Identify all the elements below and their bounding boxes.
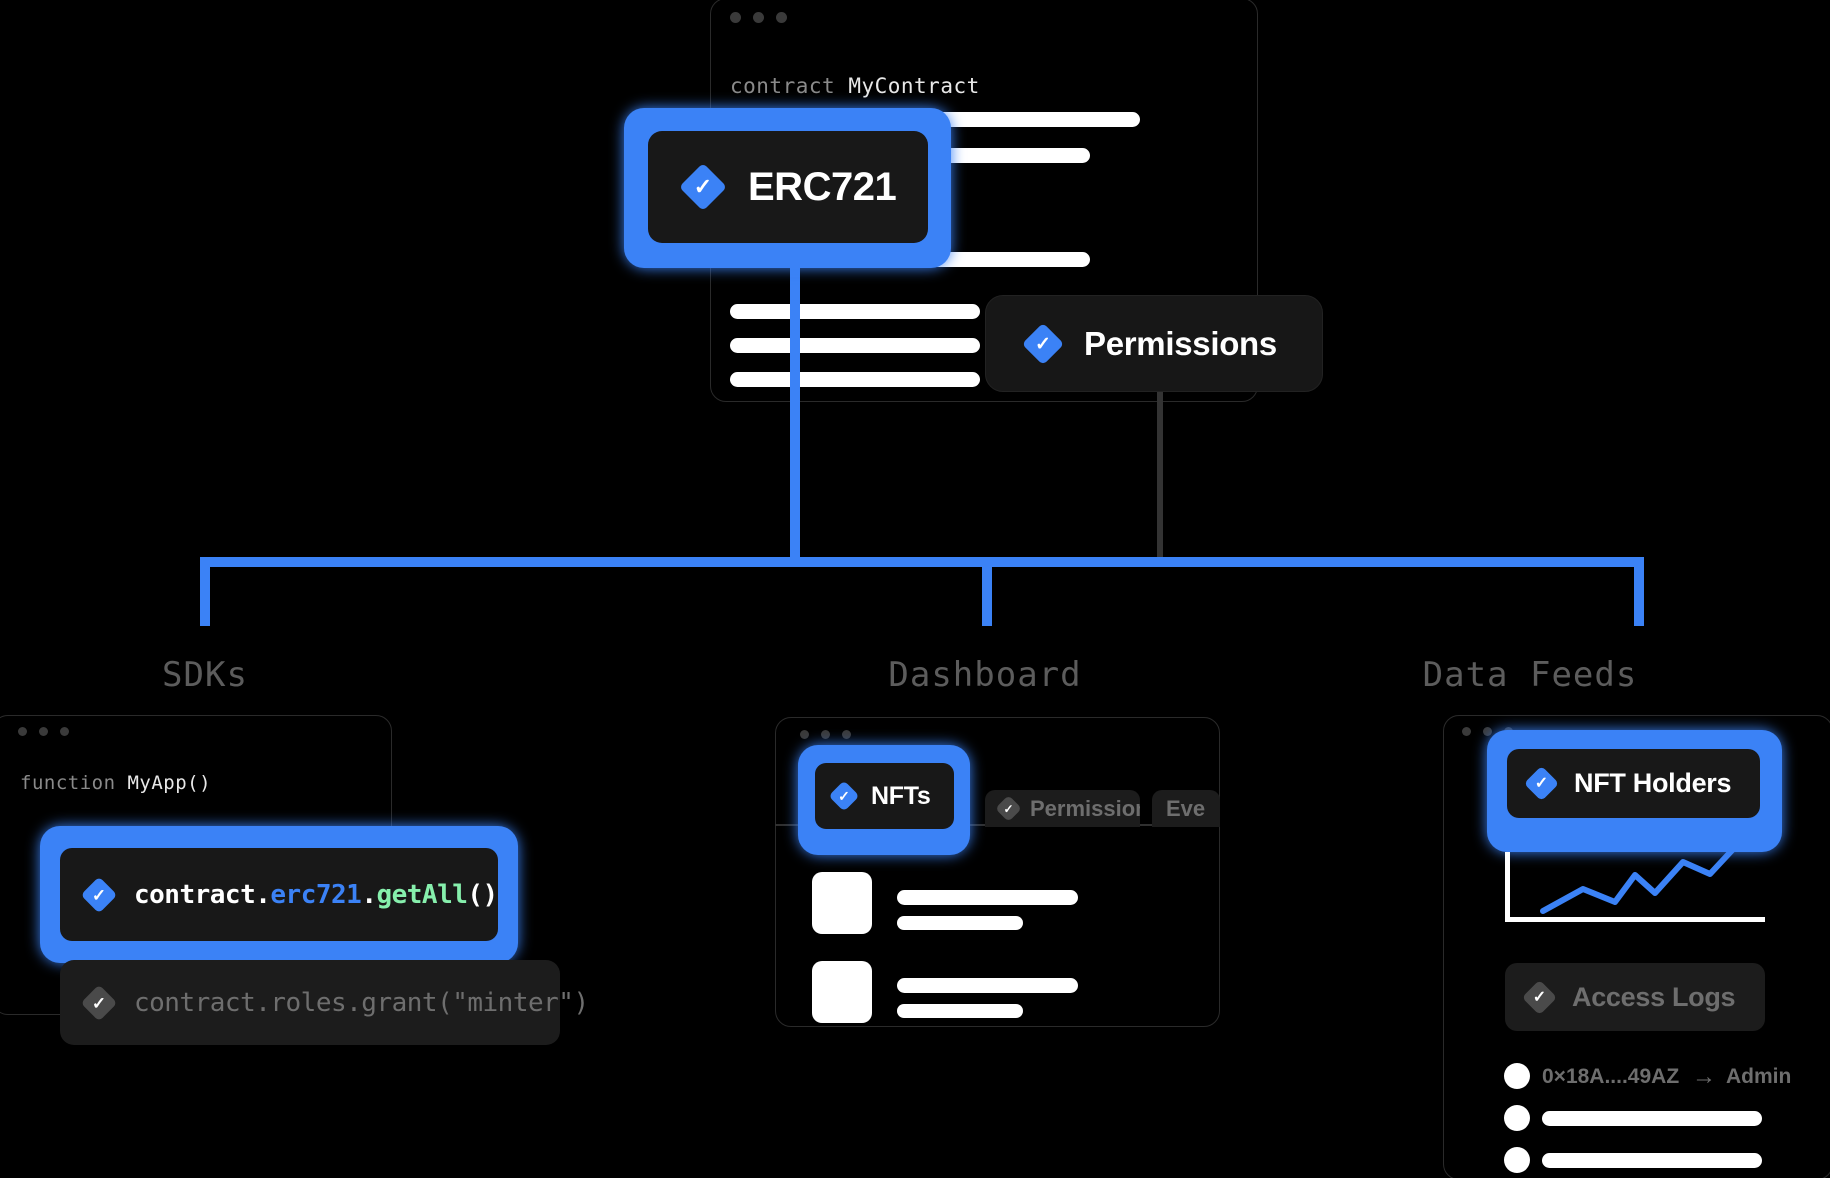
check-diamond-icon: ✓ xyxy=(678,162,728,212)
code-placeholder-bar xyxy=(730,304,980,319)
window-dot-maximize xyxy=(776,12,787,23)
code-placeholder-bar xyxy=(730,338,980,353)
access-row-placeholder-bar xyxy=(1542,1153,1762,1168)
window-dot-close xyxy=(1462,727,1471,736)
nft-holders-line-chart xyxy=(1540,845,1740,914)
window-dot-minimize xyxy=(39,727,48,736)
window-dot-close xyxy=(800,730,809,739)
nft-holders-label: NFT Holders xyxy=(1574,768,1732,798)
nfts-tab-pill[interactable]: ✓ NFTs xyxy=(815,763,954,829)
list-item-title-bar xyxy=(897,978,1078,993)
sdks-dim-snippet[interactable]: ✓ contract.roles.grant("minter") xyxy=(60,960,589,1045)
erc721-pill[interactable]: ✓ ERC721 xyxy=(648,131,928,243)
connector-branch-sdks xyxy=(200,557,210,626)
chart-series-line xyxy=(1540,845,1740,914)
access-row-role: Admin xyxy=(1726,1065,1792,1088)
check-diamond-icon: ✓ xyxy=(1521,979,1558,1015)
access-row-address: 0×18A....49AZ xyxy=(1542,1065,1680,1088)
code-identifier: MyApp() xyxy=(127,772,212,794)
erc721-pill-label: ERC721 xyxy=(748,164,897,209)
window-dot-maximize xyxy=(60,727,69,736)
access-row-avatar xyxy=(1504,1063,1530,1089)
window-traffic-lights-sdks xyxy=(18,727,69,736)
nfts-tab-label: NFTs xyxy=(871,781,931,810)
access-logs-pill[interactable]: ✓ Access Logs xyxy=(1505,963,1765,1031)
access-row-avatar xyxy=(1504,1105,1530,1131)
connector-permissions-vertical xyxy=(1157,330,1163,560)
window-dot-minimize xyxy=(1483,727,1492,736)
tab-events[interactable]: Eve xyxy=(1152,790,1220,827)
sdks-function-line: function MyApp() xyxy=(20,772,211,794)
tab-permissions[interactable]: ✓ Permissions xyxy=(985,790,1140,827)
connector-branch-data-feeds xyxy=(1634,557,1644,626)
check-diamond-icon: ✓ xyxy=(1021,322,1065,365)
list-item-subtitle-bar xyxy=(897,916,1023,930)
permissions-badge-label: Permissions xyxy=(1084,324,1277,362)
list-item-subtitle-bar xyxy=(897,1004,1023,1018)
chart-x-axis xyxy=(1505,917,1765,922)
window-dot-close xyxy=(18,727,27,736)
nft-holders-pill[interactable]: ✓ NFT Holders xyxy=(1507,749,1760,818)
tab-permissions-label: Permissions xyxy=(1030,795,1140,821)
section-caption-sdks: SDKs xyxy=(162,655,248,695)
code-keyword: contract xyxy=(730,74,836,98)
window-traffic-lights-dashboard xyxy=(800,730,851,739)
check-diamond-icon: ✓ xyxy=(995,795,1022,822)
window-dot-minimize xyxy=(753,12,764,23)
check-diamond-icon: ✓ xyxy=(80,984,118,1021)
sdks-snippet-code: contract.erc721.getAll() xyxy=(134,880,498,910)
window-traffic-lights-top xyxy=(730,12,787,23)
nfts-tab-highlight[interactable]: ✓ NFTs xyxy=(798,745,970,855)
code-identifier: MyContract xyxy=(848,74,980,98)
sdks-snippet-highlight[interactable]: ✓ contract.erc721.getAll() xyxy=(40,826,518,963)
erc721-highlight[interactable]: ✓ ERC721 xyxy=(624,108,951,268)
list-item-thumbnail xyxy=(812,872,872,934)
access-row-avatar xyxy=(1504,1147,1530,1173)
sdks-dim-snippet-label: contract.roles.grant("minter") xyxy=(134,987,589,1018)
code-token-method: getAll xyxy=(376,879,468,910)
code-keyword: function xyxy=(20,772,116,794)
code-token-module: erc721 xyxy=(270,879,362,910)
connector-bus-horizontal xyxy=(200,557,1644,567)
tab-events-label: Eve xyxy=(1166,795,1206,821)
code-placeholder-bar xyxy=(730,372,980,387)
access-row-placeholder-bar xyxy=(1542,1111,1762,1126)
connector-branch-dashboard xyxy=(982,557,992,626)
check-diamond-icon: ✓ xyxy=(828,780,860,812)
sdks-snippet-pill[interactable]: ✓ contract.erc721.getAll() xyxy=(60,848,498,941)
section-caption-data-feeds: Data Feeds xyxy=(1422,655,1638,695)
window-dot-close xyxy=(730,12,741,23)
contract-declaration-line: contract MyContract xyxy=(730,74,980,98)
permissions-badge[interactable]: ✓ Permissions xyxy=(985,295,1323,392)
code-token-parens: () xyxy=(467,879,498,910)
access-logs-label: Access Logs xyxy=(1572,981,1736,1012)
code-token-dot: . xyxy=(361,879,377,910)
list-item-thumbnail xyxy=(812,961,872,1023)
list-item-title-bar xyxy=(897,890,1078,905)
code-token-object: contract. xyxy=(134,879,271,910)
connector-erc721-vertical xyxy=(790,210,800,560)
access-row-arrow-icon: → xyxy=(1692,1063,1716,1090)
nft-holders-highlight[interactable]: ✓ NFT Holders xyxy=(1487,730,1782,852)
chart-y-axis xyxy=(1505,852,1510,922)
window-dot-minimize xyxy=(821,730,830,739)
check-diamond-icon: ✓ xyxy=(1523,765,1560,802)
window-dot-maximize xyxy=(842,730,851,739)
section-caption-dashboard: Dashboard xyxy=(888,655,1082,695)
check-diamond-icon: ✓ xyxy=(80,876,118,913)
